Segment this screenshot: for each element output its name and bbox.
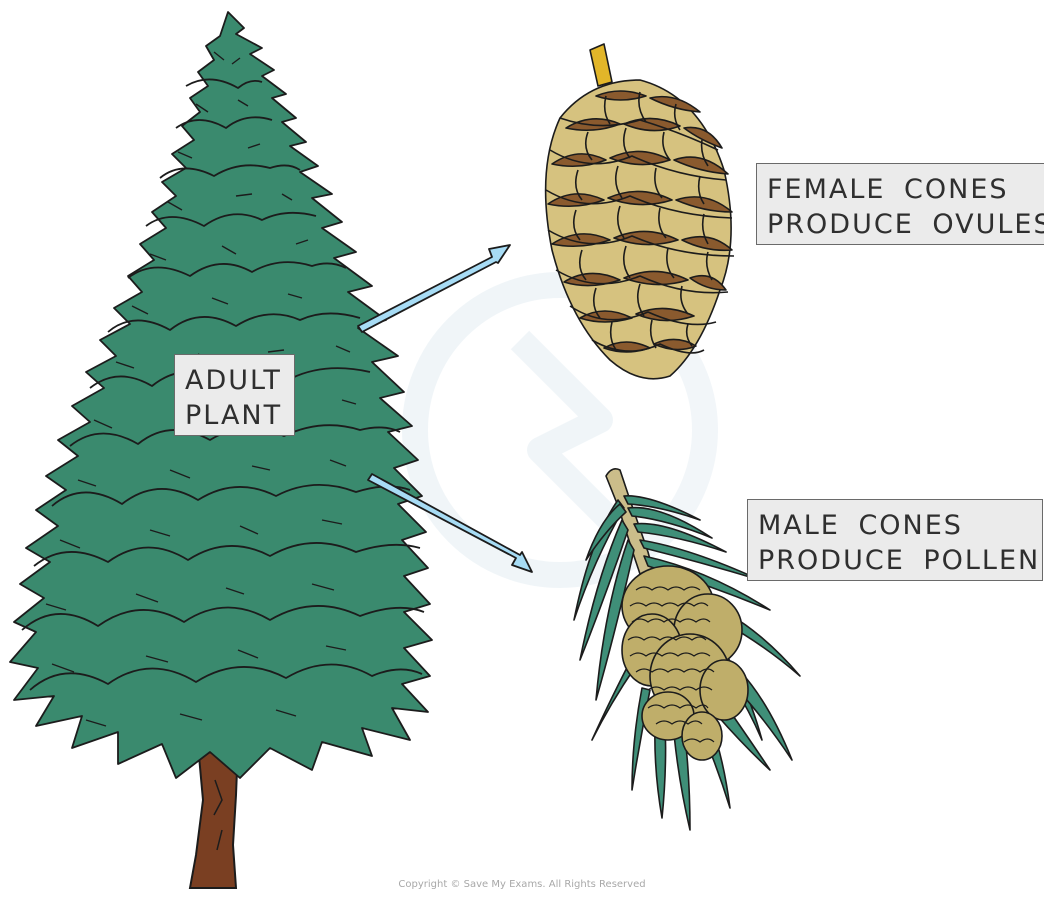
label-adult-plant-line-1: ADULT	[185, 363, 284, 398]
label-female-cones: FEMALE CONES PRODUCE OVULES	[756, 163, 1044, 245]
label-female-cones-line-2: PRODUCE OVULES	[767, 207, 1035, 242]
label-adult-plant: ADULT PLANT	[174, 354, 295, 436]
label-male-cones-line-2: PRODUCE POLLEN	[758, 543, 1032, 578]
label-female-cones-line-1: FEMALE CONES	[767, 172, 1035, 207]
label-adult-plant-line-2: PLANT	[185, 398, 284, 433]
label-male-cones: MALE CONES PRODUCE POLLEN	[747, 499, 1043, 581]
label-male-cones-line-1: MALE CONES	[758, 508, 1032, 543]
copyright-notice: Copyright © Save My Exams. All Rights Re…	[0, 879, 1044, 890]
female-cone	[546, 44, 734, 379]
female-cone-stem	[590, 44, 612, 86]
